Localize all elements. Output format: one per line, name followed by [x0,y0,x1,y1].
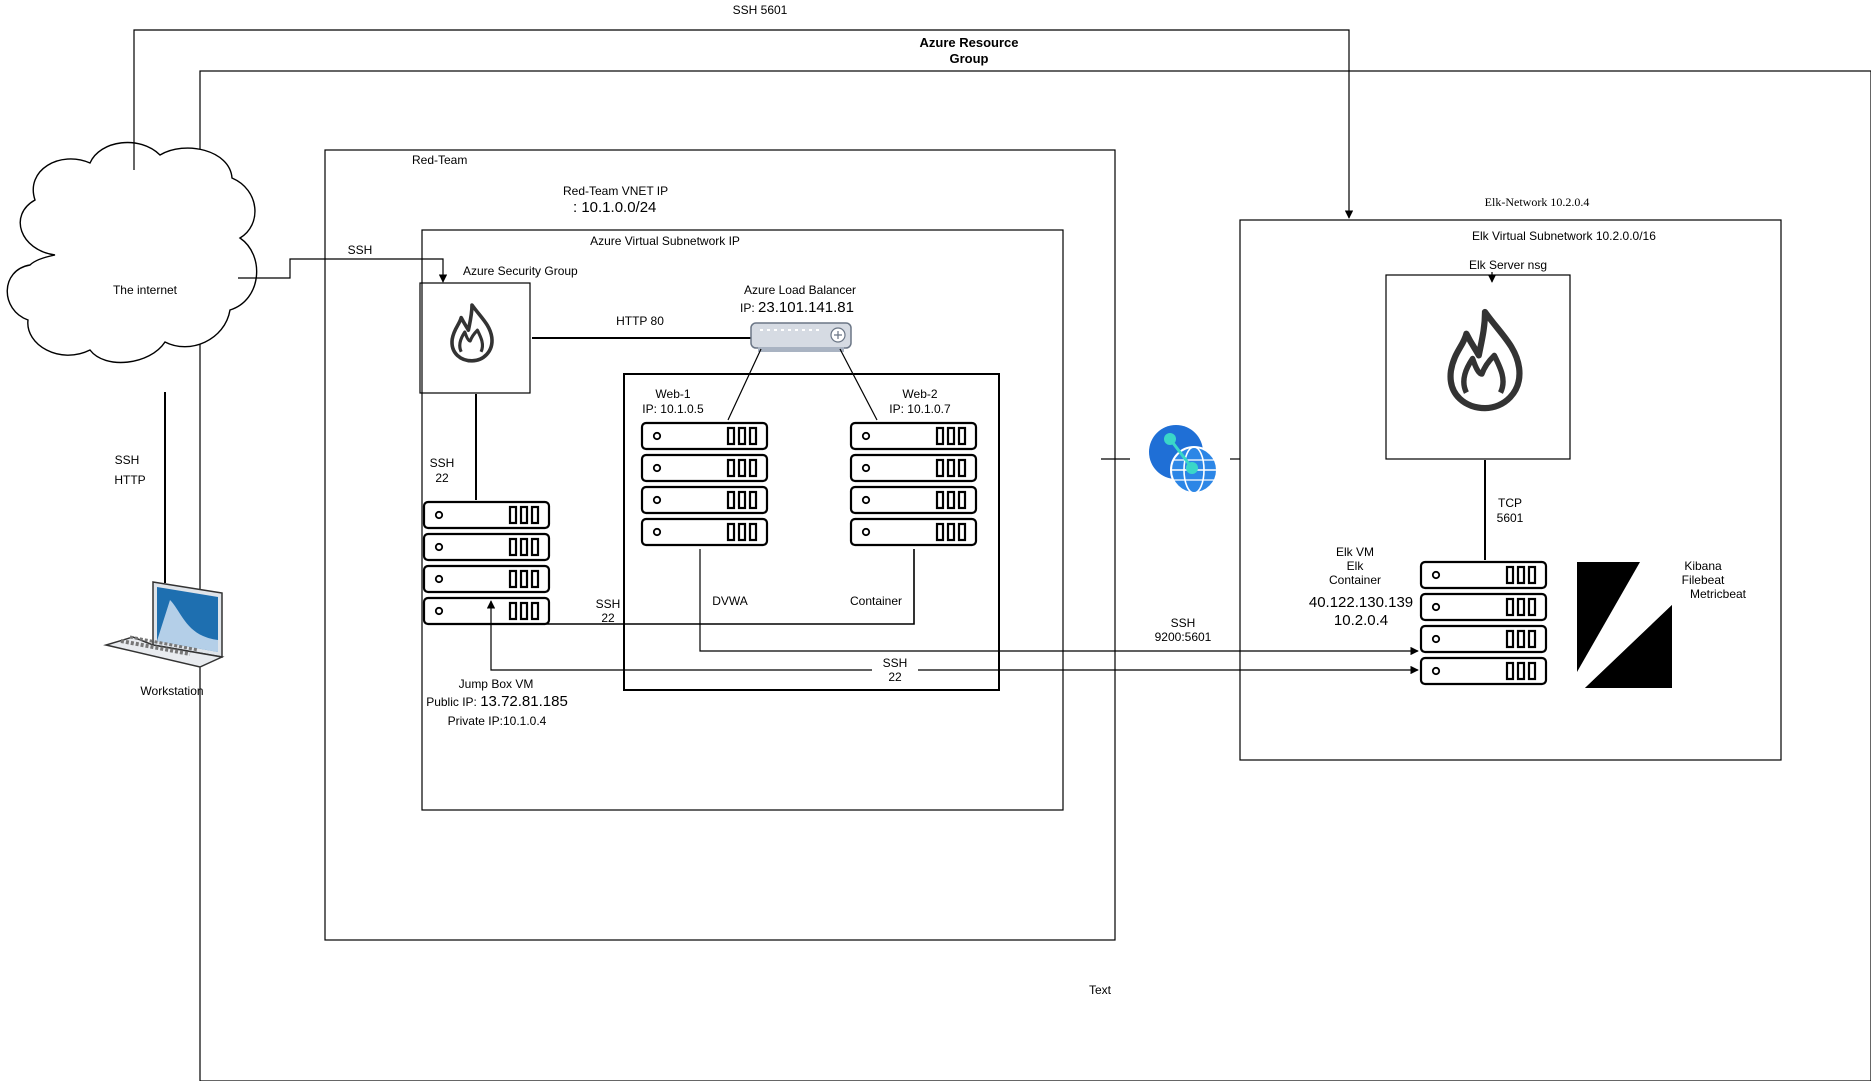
jumpbox-name: Jump Box VM [459,677,534,691]
elk-vm-label-3: Container [1329,573,1381,587]
load-balancer-ip-value: 23.101.141.81 [758,299,854,316]
firewall-icon [450,303,494,363]
web2-ip: IP: 10.1.0.7 [889,402,951,416]
red-team-vnet-label: Red-Team VNET IP [563,184,668,198]
container-to-jumpbox-connection [491,549,915,625]
red-team-vnet-ip: : 10.1.0.0/24 [573,199,656,216]
load-balancer-ip-prefix: IP: [740,301,758,315]
ssh-http-label-2: HTTP [114,473,145,487]
tcp-label-1: TCP [1498,496,1522,510]
elk-subnet-label: Elk Virtual Subnetwork 10.2.0.0/16 [1472,229,1656,243]
elk-vm-label-1: Elk VM [1336,545,1374,559]
ssh9200-label-2: 9200:5601 [1155,630,1212,644]
web2-server-rack-icon [849,421,978,547]
dvwa-to-elk-connection [699,549,1419,656]
jumpbox-public-ip-prefix: Public IP: [426,695,480,709]
vnet-peering-icon [1149,425,1218,494]
red-team-box [324,149,1116,941]
jumpbox-private-ip: Private IP:10.1.0.4 [448,714,547,728]
ssh22-bottom-label-2: 22 [888,670,902,684]
web1-server-rack-icon [640,421,769,547]
azure-resource-group-box [199,70,1871,1081]
kibana-logo-icon [1577,562,1672,688]
lb-to-web1-connection [727,348,762,421]
lb-to-web2-connection [839,348,878,421]
azure-resource-group-title-line2: Group [950,51,989,66]
ssh-internet-label: SSH [348,243,373,257]
ssh-internet-connection [238,258,448,283]
jumpbox-public-ip: Public IP: 13.72.81.185 [426,693,568,710]
ssh-http-label-1: SSH [115,453,140,467]
ssh22-mid-label-2: 22 [601,611,615,625]
http-80-label: HTTP 80 [616,314,664,328]
ssh9200-label-1: SSH [1171,616,1196,630]
security-group-label: Azure Security Group [463,264,578,278]
tcp-label-2: 5601 [1497,511,1524,525]
ssh22-left-label-2: 22 [435,471,449,485]
elk-private-ip: 10.2.0.4 [1334,612,1388,629]
azure-subnet-label: Azure Virtual Subnetwork IP [590,234,740,248]
text-placeholder: Text [1089,983,1112,997]
workstation-label: Workstation [140,684,203,698]
metricbeat-label: Metricbeat [1690,587,1747,601]
elk-server-rack-icon [1419,560,1548,686]
jumpbox-to-elk-connection-left [486,600,872,671]
laptop-icon [103,581,225,668]
red-team-label: Red-Team [412,153,467,167]
ssh22-left-label-1: SSH [430,456,455,470]
dvwa-label: DVWA [712,594,748,608]
jumpbox-public-ip-value: 13.72.81.185 [480,693,568,710]
elk-nsg-label: Elk Server nsg [1469,258,1547,272]
elk-network-label: Elk-Network 10.2.0.4 [1485,195,1590,209]
internet-label: The internet [113,283,178,297]
azure-resource-group-title: Azure Resource [920,35,1019,50]
ssh-5601-label: SSH 5601 [733,3,788,17]
web-servers-box [623,373,1000,691]
jumpbox-server-rack-icon [422,500,551,626]
ssh22-mid-label-1: SSH [596,597,621,611]
load-balancer-ip: IP: 23.101.141.81 [740,299,854,316]
ssh22-bottom-label-1: SSH [883,656,908,670]
web1-name: Web-1 [655,387,690,401]
web1-ip: IP: 10.1.0.5 [642,402,704,416]
elk-vm-label-2: Elk [1347,559,1365,573]
kibana-label: Kibana [1684,559,1722,573]
firewall-icon [1451,312,1520,408]
ssh-5601-connection [133,29,1354,219]
cloud-icon [6,141,258,364]
web2-name: Web-2 [902,387,937,401]
container-label: Container [850,594,902,608]
elk-subnet-box [1239,219,1782,761]
elk-public-ip: 40.122.130.139 [1309,594,1413,611]
azure-subnet-box [421,229,1064,811]
load-balancer-title: Azure Load Balancer [744,283,856,297]
load-balancer-icon [750,322,852,352]
filebeat-label: Filebeat [1682,573,1725,587]
security-group-box [419,282,531,394]
elk-nsg-box [1385,274,1571,460]
